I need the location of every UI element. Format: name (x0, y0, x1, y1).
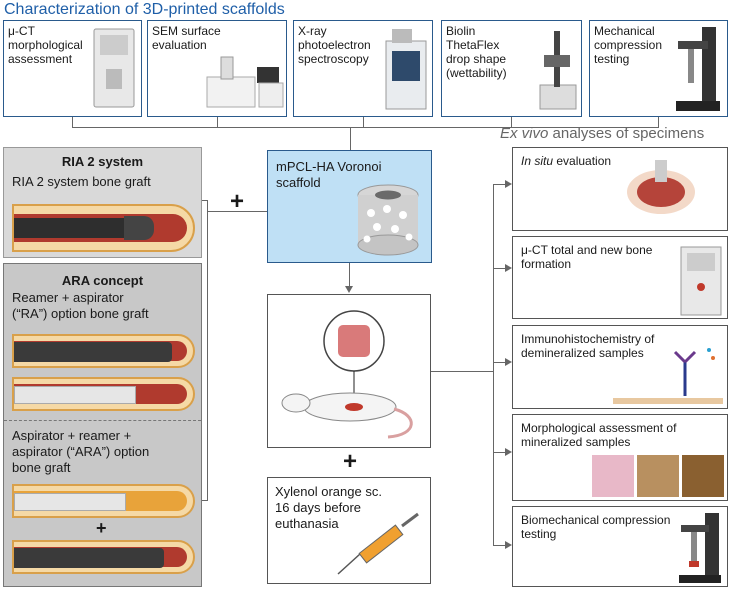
xps-instrument-icon (385, 29, 427, 110)
rat-surgery-box (267, 294, 431, 448)
ra-bone-illustration-1 (12, 334, 195, 368)
connector-line (493, 452, 505, 453)
rat-implantation-illustration (281, 310, 413, 439)
connector-line (217, 117, 218, 127)
connector-line (363, 117, 364, 127)
plus-sign: + (343, 448, 358, 475)
voronoi-scaffold-icon (357, 184, 419, 256)
immunohistochemistry-box: Immunohistochemistry of demineralized sa… (512, 325, 728, 409)
connector-line (202, 500, 207, 501)
histology-image-3 (682, 455, 724, 497)
plus-sign: + (230, 188, 245, 215)
separator-dashed (4, 420, 201, 421)
box-label: SEM surface evaluation (152, 24, 221, 52)
box-label: In situ evaluation (521, 154, 611, 168)
arrow-right (505, 448, 512, 456)
ara-bone-illustration-1 (12, 484, 195, 518)
arrow-down (345, 286, 353, 293)
box-label: Mechanical compression testing (594, 24, 663, 66)
drop-shape-analyzer-icon (539, 31, 577, 110)
ra-text: Reamer + aspirator (“RA”) option bone gr… (12, 290, 149, 321)
box-label: Immunohistochemistry of demineralized sa… (521, 332, 655, 360)
arrow-right (505, 180, 512, 188)
ara-panel: ARA concept Reamer + aspirator (“RA”) op… (3, 263, 202, 587)
connector-line (202, 200, 207, 201)
bone-graft-illustration (12, 204, 195, 252)
box-label: Biolin ThetaFlex drop shape (wettability… (446, 24, 507, 80)
box-label: Morphological assessment of mineralized … (521, 421, 677, 449)
ria2-title: RIA 2 system (61, 154, 144, 169)
connector-line (511, 117, 512, 127)
connector-line (493, 268, 505, 269)
scaffold-box: mPCL-HA Voronoi scaffold (267, 150, 432, 263)
micro-ct-scanner-icon (93, 28, 135, 108)
connector-line (493, 545, 505, 546)
box-micro-ct-morphology: μ-CT morphological assessment (3, 20, 142, 117)
connector-line (493, 184, 505, 185)
connector-line (493, 184, 494, 546)
biomechanical-testing-box: Biomechanical compression testing (512, 506, 728, 587)
arrow-right (505, 264, 512, 272)
connector-line (431, 371, 493, 372)
diagram-title: Characterization of 3D-printed scaffolds (4, 1, 285, 18)
syringe-icon (337, 512, 419, 575)
sem-microscope-icon (206, 56, 284, 108)
connector-line (493, 362, 505, 363)
box-label: Biomechanical compression testing (521, 513, 671, 541)
box-label-em: In situ (521, 154, 554, 168)
ria2-text: RIA 2 system bone graft (12, 174, 151, 189)
box-label: μ-CT morphological assessment (8, 24, 83, 66)
ex-vivo-prefix: Ex vivo (500, 125, 549, 142)
box-label-rest: evaluation (553, 154, 612, 168)
histology-image-2 (637, 455, 679, 497)
scaffold-label: mPCL-HA Voronoi scaffold (276, 159, 382, 190)
in-situ-evaluation-box: In situ evaluation (512, 147, 728, 231)
box-mechanical-testing: Mechanical compression testing (589, 20, 728, 117)
box-label: μ-CT total and new bone formation (521, 243, 653, 271)
histology-image-1 (592, 455, 634, 497)
micro-ct-bone-box: μ-CT total and new bone formation (512, 236, 728, 319)
compression-tester-icon (679, 513, 721, 583)
ex-vivo-rest: analyses of specimens (548, 125, 705, 142)
plus-sign: + (96, 518, 107, 538)
connector-line (349, 263, 350, 286)
connector-line (72, 117, 73, 127)
box-sem-evaluation: SEM surface evaluation (147, 20, 287, 117)
ara-text: Aspirator + reamer + aspirator (“ARA”) o… (12, 428, 150, 475)
ara-title: ARA concept (61, 273, 144, 288)
ria2-panel: RIA 2 system RIA 2 system bone graft (3, 147, 202, 258)
connector-line (207, 211, 267, 212)
box-xps: X-ray photoelectron spectroscopy (293, 20, 433, 117)
surgical-site-illustration (627, 160, 695, 214)
arrow-right (505, 541, 512, 549)
antibody-illustration (613, 348, 723, 404)
box-label: X-ray photoelectron spectroscopy (298, 24, 371, 66)
ara-bone-illustration-2 (12, 540, 195, 574)
connector-line (658, 117, 659, 127)
xylenol-box: Xylenol orange sc. 16 days before euthan… (267, 477, 431, 584)
box-wettability: Biolin ThetaFlex drop shape (wettability… (441, 20, 582, 117)
connector-line (72, 127, 659, 128)
arrow-right (505, 358, 512, 366)
compression-tester-icon (676, 27, 720, 111)
connector-line (207, 200, 208, 501)
ra-bone-illustration-2 (12, 377, 195, 411)
micro-ct-scanner-icon (680, 246, 722, 316)
ex-vivo-heading: Ex vivo analyses of specimens (500, 125, 704, 142)
connector-line (350, 127, 351, 150)
morphological-assessment-box: Morphological assessment of mineralized … (512, 414, 728, 501)
xylenol-label: Xylenol orange sc. 16 days before euthan… (275, 484, 382, 531)
